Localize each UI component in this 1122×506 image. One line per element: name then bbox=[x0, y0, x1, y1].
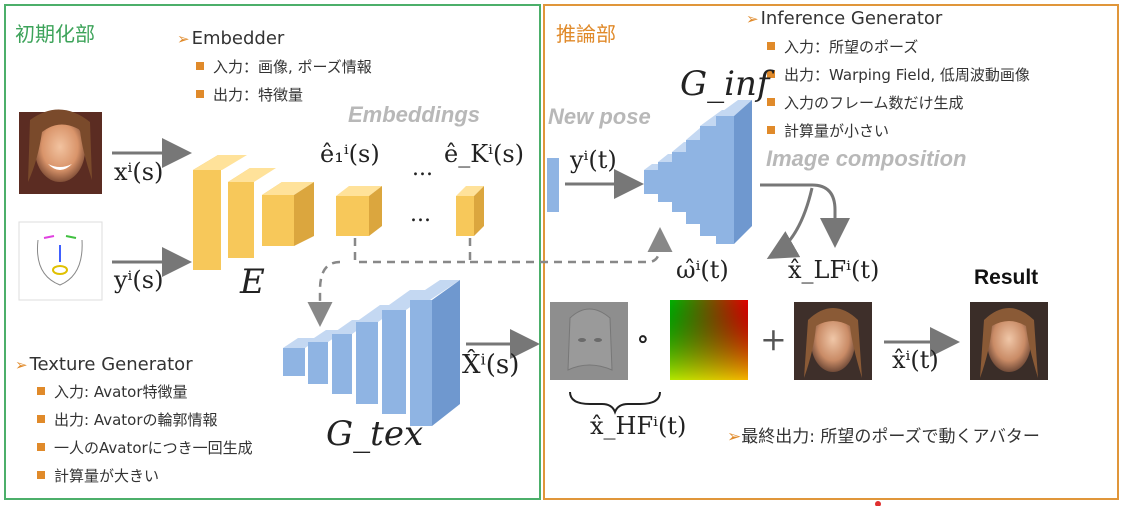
bullet-square-icon bbox=[37, 415, 45, 423]
list-item: 計算量が大きい bbox=[37, 462, 253, 490]
bullet-square-icon bbox=[767, 42, 775, 50]
ellipsis-middle: ... bbox=[410, 202, 431, 227]
math-x-LF: x̂_LFⁱ(t) bbox=[788, 256, 880, 284]
math-y-s: yⁱ(s) bbox=[114, 266, 164, 294]
embeddings-label: Embeddings bbox=[348, 102, 481, 127]
texture-generator-heading: ➢Texture Generator bbox=[15, 354, 193, 375]
math-y-t: yⁱ(t) bbox=[570, 146, 617, 174]
initialization-section-frame bbox=[4, 4, 541, 500]
result-label: Result bbox=[974, 266, 1039, 289]
math-E: E bbox=[240, 262, 265, 302]
plus-operator: + bbox=[760, 320, 787, 358]
bullet-square-icon bbox=[196, 90, 204, 98]
new-pose-label: New pose bbox=[548, 104, 651, 129]
math-G-tex: G_tex bbox=[326, 414, 424, 454]
dashed-arrow-to-inference-generator bbox=[470, 227, 673, 264]
low-frequency-face-image bbox=[794, 302, 872, 380]
math-x-HF: x̂_HFⁱ(t) bbox=[590, 412, 687, 440]
texture-generator-network-blocks bbox=[283, 280, 460, 426]
bullet-square-icon bbox=[767, 126, 775, 134]
math-eK: ê_Kⁱ(s) bbox=[444, 140, 525, 168]
bullet-square-icon bbox=[196, 62, 204, 70]
warping-field-image bbox=[670, 300, 748, 380]
list-item: 出力：特徴量 bbox=[196, 81, 372, 109]
dashed-arrow-to-texture-generator bbox=[307, 260, 341, 327]
inference-generator-network-blocks bbox=[644, 100, 752, 244]
math-X-s: X̂ⁱ(s) bbox=[462, 350, 520, 380]
list-item: 入力：所望のポーズ bbox=[767, 33, 1030, 61]
composition-operator: ∘ bbox=[636, 322, 650, 355]
cursor-dot-icon bbox=[875, 501, 881, 506]
dashed-connector bbox=[353, 238, 470, 264]
arrowhead-icon: ➢ bbox=[746, 10, 759, 28]
image-composition-label: Image composition bbox=[766, 146, 967, 171]
input-face-photo bbox=[19, 109, 102, 194]
math-G-inf: G_inf bbox=[680, 64, 770, 104]
embedder-heading: ➢Embedder bbox=[177, 28, 285, 49]
list-item: 入力のフレーム数だけ生成 bbox=[767, 89, 1030, 117]
embedder-list: 入力：画像, ポーズ情報 出力：特徴量 bbox=[196, 53, 372, 109]
inference-section-frame bbox=[543, 4, 1119, 500]
bullet-square-icon bbox=[767, 98, 775, 106]
high-frequency-texture-image bbox=[550, 302, 628, 380]
list-item: 一人のAvatorにつき一回生成 bbox=[37, 434, 253, 462]
inference-generator-heading: ➢Inference Generator bbox=[746, 8, 943, 29]
pose-landmark-image bbox=[18, 221, 103, 301]
bullet-square-icon bbox=[767, 70, 775, 78]
bullet-square-icon bbox=[37, 387, 45, 395]
new-pose-input-block bbox=[547, 158, 559, 212]
texture-generator-list: 入力: Avator特徴量 出力: Avatorの輪郭情報 一人のAvatorに… bbox=[37, 378, 253, 490]
inference-generator-list: 入力：所望のポーズ 出力：Warping Field, 低周波動画像 入力のフレ… bbox=[767, 33, 1030, 145]
embedding-vector-eK bbox=[456, 186, 484, 236]
list-item: 出力：Warping Field, 低周波動画像 bbox=[767, 61, 1030, 89]
list-item: 出力: Avatorの輪郭情報 bbox=[37, 406, 253, 434]
list-item: 計算量が小さい bbox=[767, 117, 1030, 145]
final-output-note: ➢最終出力: 所望のポーズで動くアバター bbox=[727, 427, 1040, 447]
ellipsis-top: ... bbox=[412, 156, 433, 181]
arrowhead-icon: ➢ bbox=[177, 30, 190, 48]
math-omega-t: ω̂ⁱ(t) bbox=[676, 256, 729, 284]
bullet-square-icon bbox=[37, 471, 45, 479]
math-e1: ê₁ⁱ(s) bbox=[320, 140, 380, 168]
result-face-image bbox=[970, 302, 1048, 380]
arrow-to-low-frequency bbox=[760, 183, 850, 248]
list-item: 入力: Avator特徴量 bbox=[37, 378, 253, 406]
arrow-to-warping-field bbox=[766, 187, 814, 259]
math-x-s: xⁱ(s) bbox=[114, 158, 164, 186]
arrowhead-icon: ➢ bbox=[15, 356, 28, 374]
math-x-t: x̂ⁱ(t) bbox=[892, 346, 939, 374]
arrowhead-icon: ➢ bbox=[727, 427, 742, 447]
embedding-vector-e1 bbox=[336, 186, 382, 236]
brace bbox=[569, 391, 661, 415]
bullet-square-icon bbox=[37, 443, 45, 451]
initialization-section-title: 初期化部 bbox=[15, 22, 95, 46]
inference-section-title: 推論部 bbox=[556, 22, 616, 46]
embedder-network-blocks bbox=[193, 155, 314, 270]
list-item: 入力：画像, ポーズ情報 bbox=[196, 53, 372, 81]
